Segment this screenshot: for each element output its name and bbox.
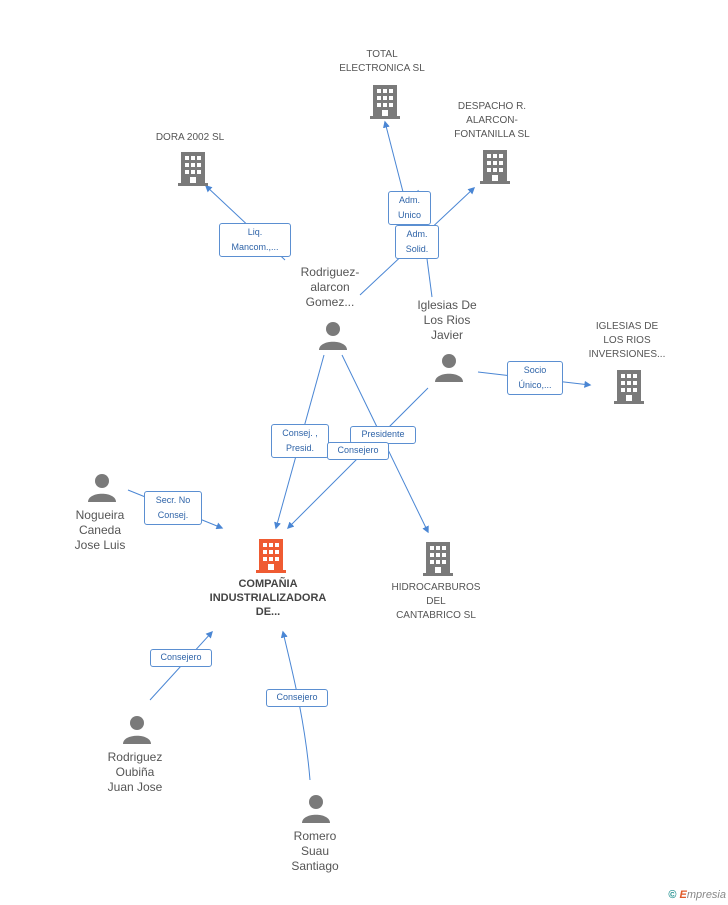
relation-consejero-oubina[interactable]: Consejero <box>150 649 212 667</box>
building-icon[interactable] <box>369 83 401 119</box>
relation-adm-solid[interactable]: Adm. Solid. <box>395 225 439 259</box>
relation-consejero-romero[interactable]: Consejero <box>266 689 328 707</box>
brand-logo: © Empresia <box>668 889 726 901</box>
person-icon[interactable] <box>122 714 152 744</box>
main-company-building-icon[interactable] <box>255 537 287 573</box>
brand-initial: E <box>679 889 687 901</box>
building-icon[interactable] <box>613 368 645 404</box>
person-icon[interactable] <box>301 793 331 823</box>
main-company-label[interactable]: COMPAÑIA INDUSTRIALIZADORA DE... <box>209 578 327 618</box>
building-icon[interactable] <box>422 540 454 576</box>
person-icon[interactable] <box>318 320 348 350</box>
company-label-hidrocarburos[interactable]: HIDROCARBUROS DEL CANTABRICO SL <box>391 582 481 621</box>
relation-liq-mancom[interactable]: Liq. Mancom.,... <box>219 223 291 257</box>
person-label-iglesias-javier[interactable]: Iglesias De Los Rios Javier <box>417 298 477 342</box>
relation-adm-unico[interactable]: Adm. Unico <box>388 191 431 225</box>
relation-consej-presid[interactable]: Consej. , Presid. <box>271 424 329 458</box>
copyright-symbol: © <box>668 889 677 901</box>
person-label-nogueira[interactable]: Nogueira Caneda Jose Luis <box>74 508 126 552</box>
company-label-iglesias-inversiones[interactable]: IGLESIAS DE LOS RIOS INVERSIONES... <box>588 321 666 360</box>
company-label-despacho-alarcon[interactable]: DESPACHO R. ALARCON- FONTANILLA SL <box>454 101 530 140</box>
relation-consejero-iglesias[interactable]: Consejero <box>327 442 389 460</box>
relation-socio-unico[interactable]: Socio Único,... <box>507 361 563 395</box>
person-label-rodriguez-oubina[interactable]: Rodriguez Oubiña Juan Jose <box>107 750 163 794</box>
building-icon[interactable] <box>479 148 511 184</box>
person-icon[interactable] <box>434 352 464 382</box>
company-label-total-electronica[interactable]: TOTAL ELECTRONICA SL <box>339 49 425 74</box>
brand-name: mpresia <box>686 889 726 901</box>
building-icon[interactable] <box>177 150 209 186</box>
company-label-dora-2002[interactable]: DORA 2002 SL <box>155 132 225 143</box>
person-icon[interactable] <box>87 472 117 502</box>
relation-secr-no-consej[interactable]: Secr. No Consej. <box>144 491 202 525</box>
person-label-rodriguez-alarcon[interactable]: Rodriguez- alarcon Gomez... <box>300 265 360 309</box>
person-label-romero[interactable]: Romero Suau Santiago <box>291 829 339 873</box>
